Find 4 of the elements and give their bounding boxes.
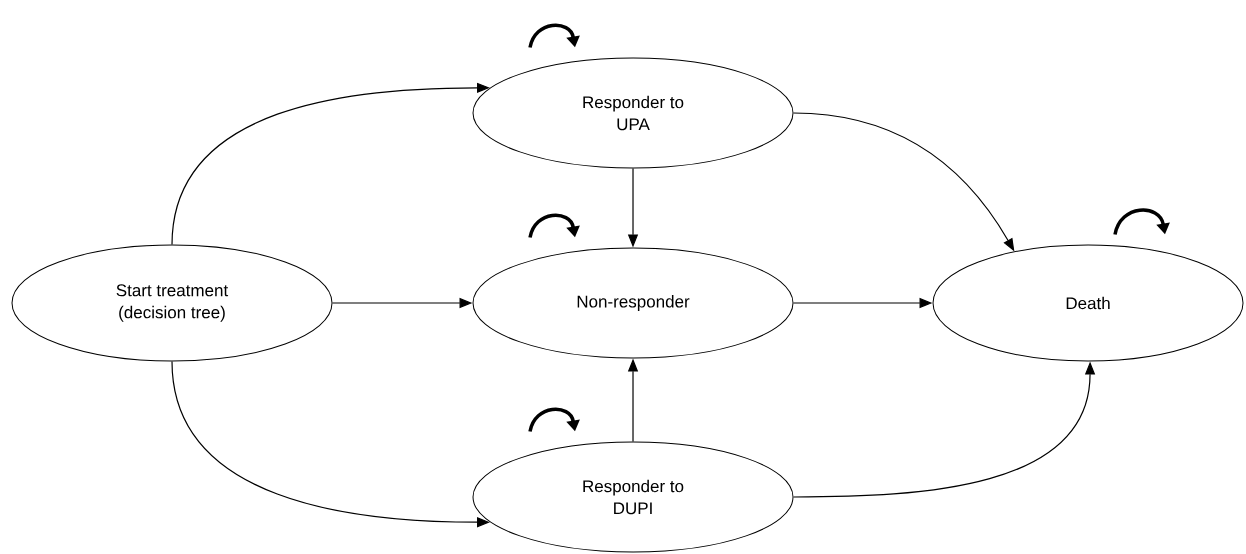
loop-arrow — [528, 213, 580, 238]
loop-arrow — [1113, 208, 1170, 235]
loop-arrow — [528, 23, 580, 48]
loop-arrow — [528, 407, 580, 432]
